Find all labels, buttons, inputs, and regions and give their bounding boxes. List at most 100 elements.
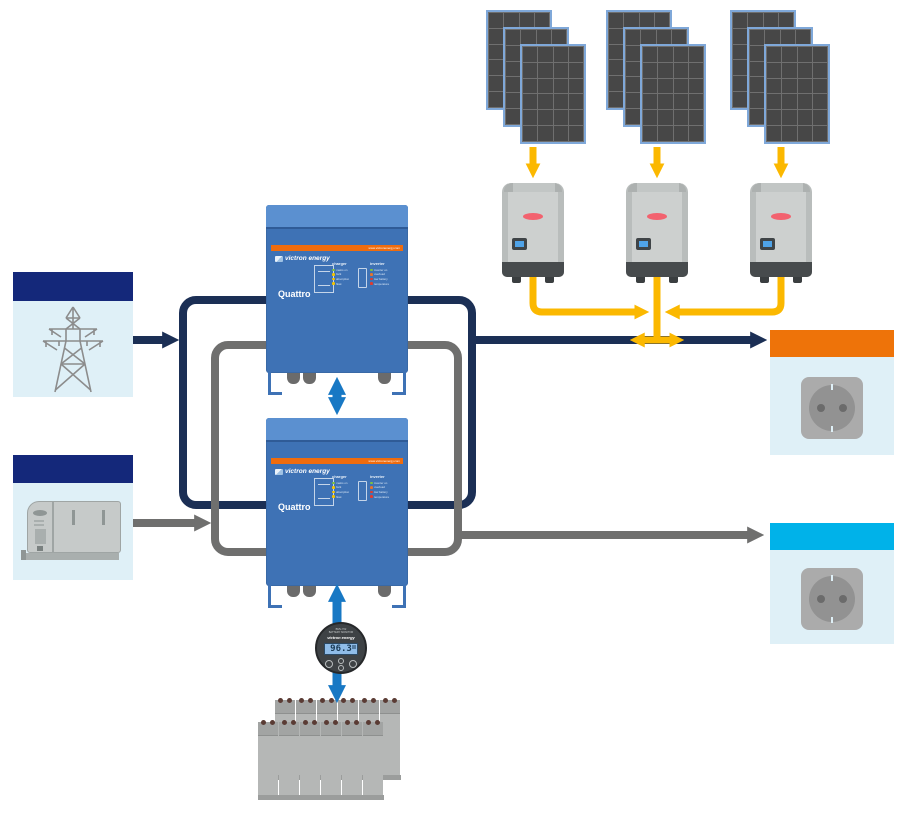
led-row: low battery	[370, 490, 400, 495]
solar-cell	[767, 110, 782, 126]
solar-cell	[506, 45, 521, 61]
battery	[342, 720, 362, 800]
led-dot	[370, 481, 373, 485]
grid-source-card	[13, 272, 133, 397]
pv-inverter-body	[502, 183, 564, 277]
battery-terminal	[299, 698, 304, 703]
solar-cell	[748, 13, 763, 28]
led-label: temperature	[374, 281, 390, 286]
generator-card-header	[13, 455, 133, 483]
pv-inverter-body	[750, 183, 812, 277]
solar-cell	[553, 47, 568, 62]
solar-cell	[812, 110, 827, 126]
quattro-connector	[303, 373, 316, 384]
solar-cell	[609, 60, 624, 76]
battery-top	[300, 722, 320, 736]
quattro-connector	[287, 373, 300, 384]
solar-cell	[673, 62, 688, 78]
battery-top	[279, 722, 299, 736]
led-label: overload	[374, 485, 385, 490]
solar-cell	[538, 126, 553, 141]
generator-source-card	[13, 455, 133, 580]
pv-inverter-display	[760, 238, 775, 250]
pv-inverter-3	[750, 183, 812, 283]
solar-cell	[643, 47, 658, 62]
solar-panel	[640, 44, 706, 144]
battery-top	[321, 722, 341, 736]
led-row: bulk	[332, 272, 362, 277]
battery-top	[380, 700, 400, 714]
quattro-bracket-right	[392, 372, 406, 395]
solar-cell	[795, 30, 810, 45]
solar-cell	[673, 94, 688, 110]
battery-top	[296, 700, 316, 714]
solar-cell	[523, 78, 538, 94]
quattro-connector	[378, 373, 391, 384]
battery	[300, 720, 320, 800]
led-row: absorption	[332, 277, 362, 282]
solar-cell	[658, 62, 673, 78]
solar-cell	[812, 47, 827, 62]
solar-cell	[626, 61, 641, 77]
solar-cell	[673, 78, 688, 94]
solar-cell	[812, 78, 827, 94]
quattro-bracket-right	[392, 585, 406, 608]
solar-cell	[609, 13, 624, 28]
battery-monitor-display: 96.3	[324, 643, 358, 655]
solar-cell	[782, 94, 797, 110]
solar-cell	[626, 30, 641, 45]
quattro-connector	[287, 586, 300, 597]
led-label: overload	[374, 272, 385, 277]
battery-terminal	[375, 720, 380, 725]
transmission-tower-icon	[42, 306, 104, 393]
solar-cell	[780, 30, 795, 45]
solar-cell	[812, 94, 827, 110]
pv-inverter-bottom-band	[750, 262, 812, 277]
pv-inverter-1	[502, 183, 564, 283]
quattro-brand-text: victron energy	[285, 468, 330, 475]
led-row: inverter on	[370, 268, 400, 273]
solar-cell	[489, 76, 504, 92]
quattro-connector	[303, 586, 316, 597]
battery-terminal	[392, 698, 397, 703]
solar-cell	[750, 77, 765, 93]
led-dot	[370, 495, 373, 498]
quattro-body: www.victronenergy.com victron energy cha…	[266, 205, 408, 373]
battery-terminal	[308, 698, 313, 703]
charger-label: charger	[332, 474, 347, 479]
solar-cell	[797, 47, 812, 62]
pv-array-3	[730, 10, 830, 144]
battery	[363, 720, 383, 800]
battery-terminal	[270, 720, 275, 725]
solar-cell	[688, 62, 703, 78]
led-label: bulk	[336, 485, 342, 490]
battery-terminal	[354, 720, 359, 725]
pv-inverter-1-bus-wire	[529, 277, 650, 320]
bmv-setup-button	[325, 660, 333, 668]
pv-inverter-foot	[512, 277, 521, 283]
solar-cell	[765, 30, 780, 45]
solar-cell	[538, 94, 553, 110]
charger-label: charger	[332, 261, 347, 266]
battery-terminal	[350, 698, 355, 703]
led-label: mains on	[336, 480, 348, 485]
pv-inverter-display	[512, 238, 527, 250]
generator-foot	[21, 550, 26, 560]
solar-cell	[767, 62, 782, 78]
solar-cell	[654, 13, 669, 28]
solar-cell	[750, 30, 765, 45]
solar-cell	[568, 110, 583, 126]
battery	[380, 698, 400, 780]
bmv-down-button	[338, 665, 344, 671]
led-label: inverter on	[374, 267, 388, 272]
quattro-top-band	[266, 418, 408, 442]
solar-cell	[750, 93, 765, 109]
led-dot	[332, 481, 335, 485]
quattro-top-band	[266, 205, 408, 229]
pv-inverter-status-led	[523, 213, 543, 220]
